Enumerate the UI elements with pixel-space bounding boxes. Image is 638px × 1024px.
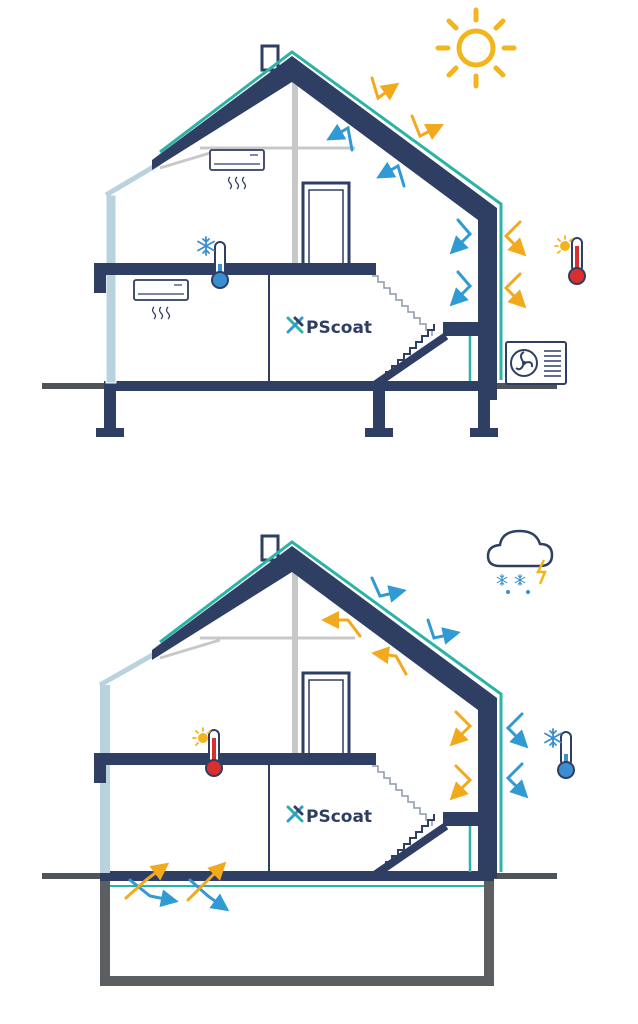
summer-diagram: PScoat [42,7,586,437]
mini-sun-icon [554,235,573,254]
heat-pump-fan-icon [505,341,567,385]
cold-reflection-arrows [128,576,529,912]
winter-diagram: PScoat [42,529,575,986]
door [301,671,351,757]
snowflake-icon [197,236,215,256]
basement [100,876,494,986]
pscoat-logo: PScoat [286,316,372,338]
thermometer-cold-icon [211,241,229,289]
ground-floor-slab [100,871,494,881]
chimney [260,44,280,72]
ground-floor-slab [104,381,497,391]
logo-text: PScoat [306,318,372,338]
sun-icon [435,7,517,89]
snowflake-icon [544,728,562,748]
snow-cloud-lightning-icon [486,529,554,594]
staircase [372,275,483,388]
air-conditioner-icon [133,279,189,320]
heat-retention-arrows [124,611,473,902]
coating-layer [159,540,503,872]
logo-text: PScoat [306,807,372,827]
heat-reflection-arrows [370,76,527,309]
chimney [260,534,280,562]
cold-retention-arrows [326,123,473,307]
foundation-posts [96,389,498,437]
pscoat-logo: PScoat [286,805,372,827]
left-wall-window [105,194,117,384]
staircase [372,765,483,878]
pscoat-logo-mark-icon [286,805,304,823]
thermometer-cold-icon [557,731,575,779]
air-conditioner-icon [209,149,265,190]
door [301,181,351,267]
mini-sun-icon [192,727,211,746]
thermometer-hot-icon [205,729,223,777]
roof [152,56,497,400]
thermometer-hot-icon [568,237,586,285]
pscoat-logo-mark-icon [286,316,304,334]
coating-layer [159,50,503,380]
